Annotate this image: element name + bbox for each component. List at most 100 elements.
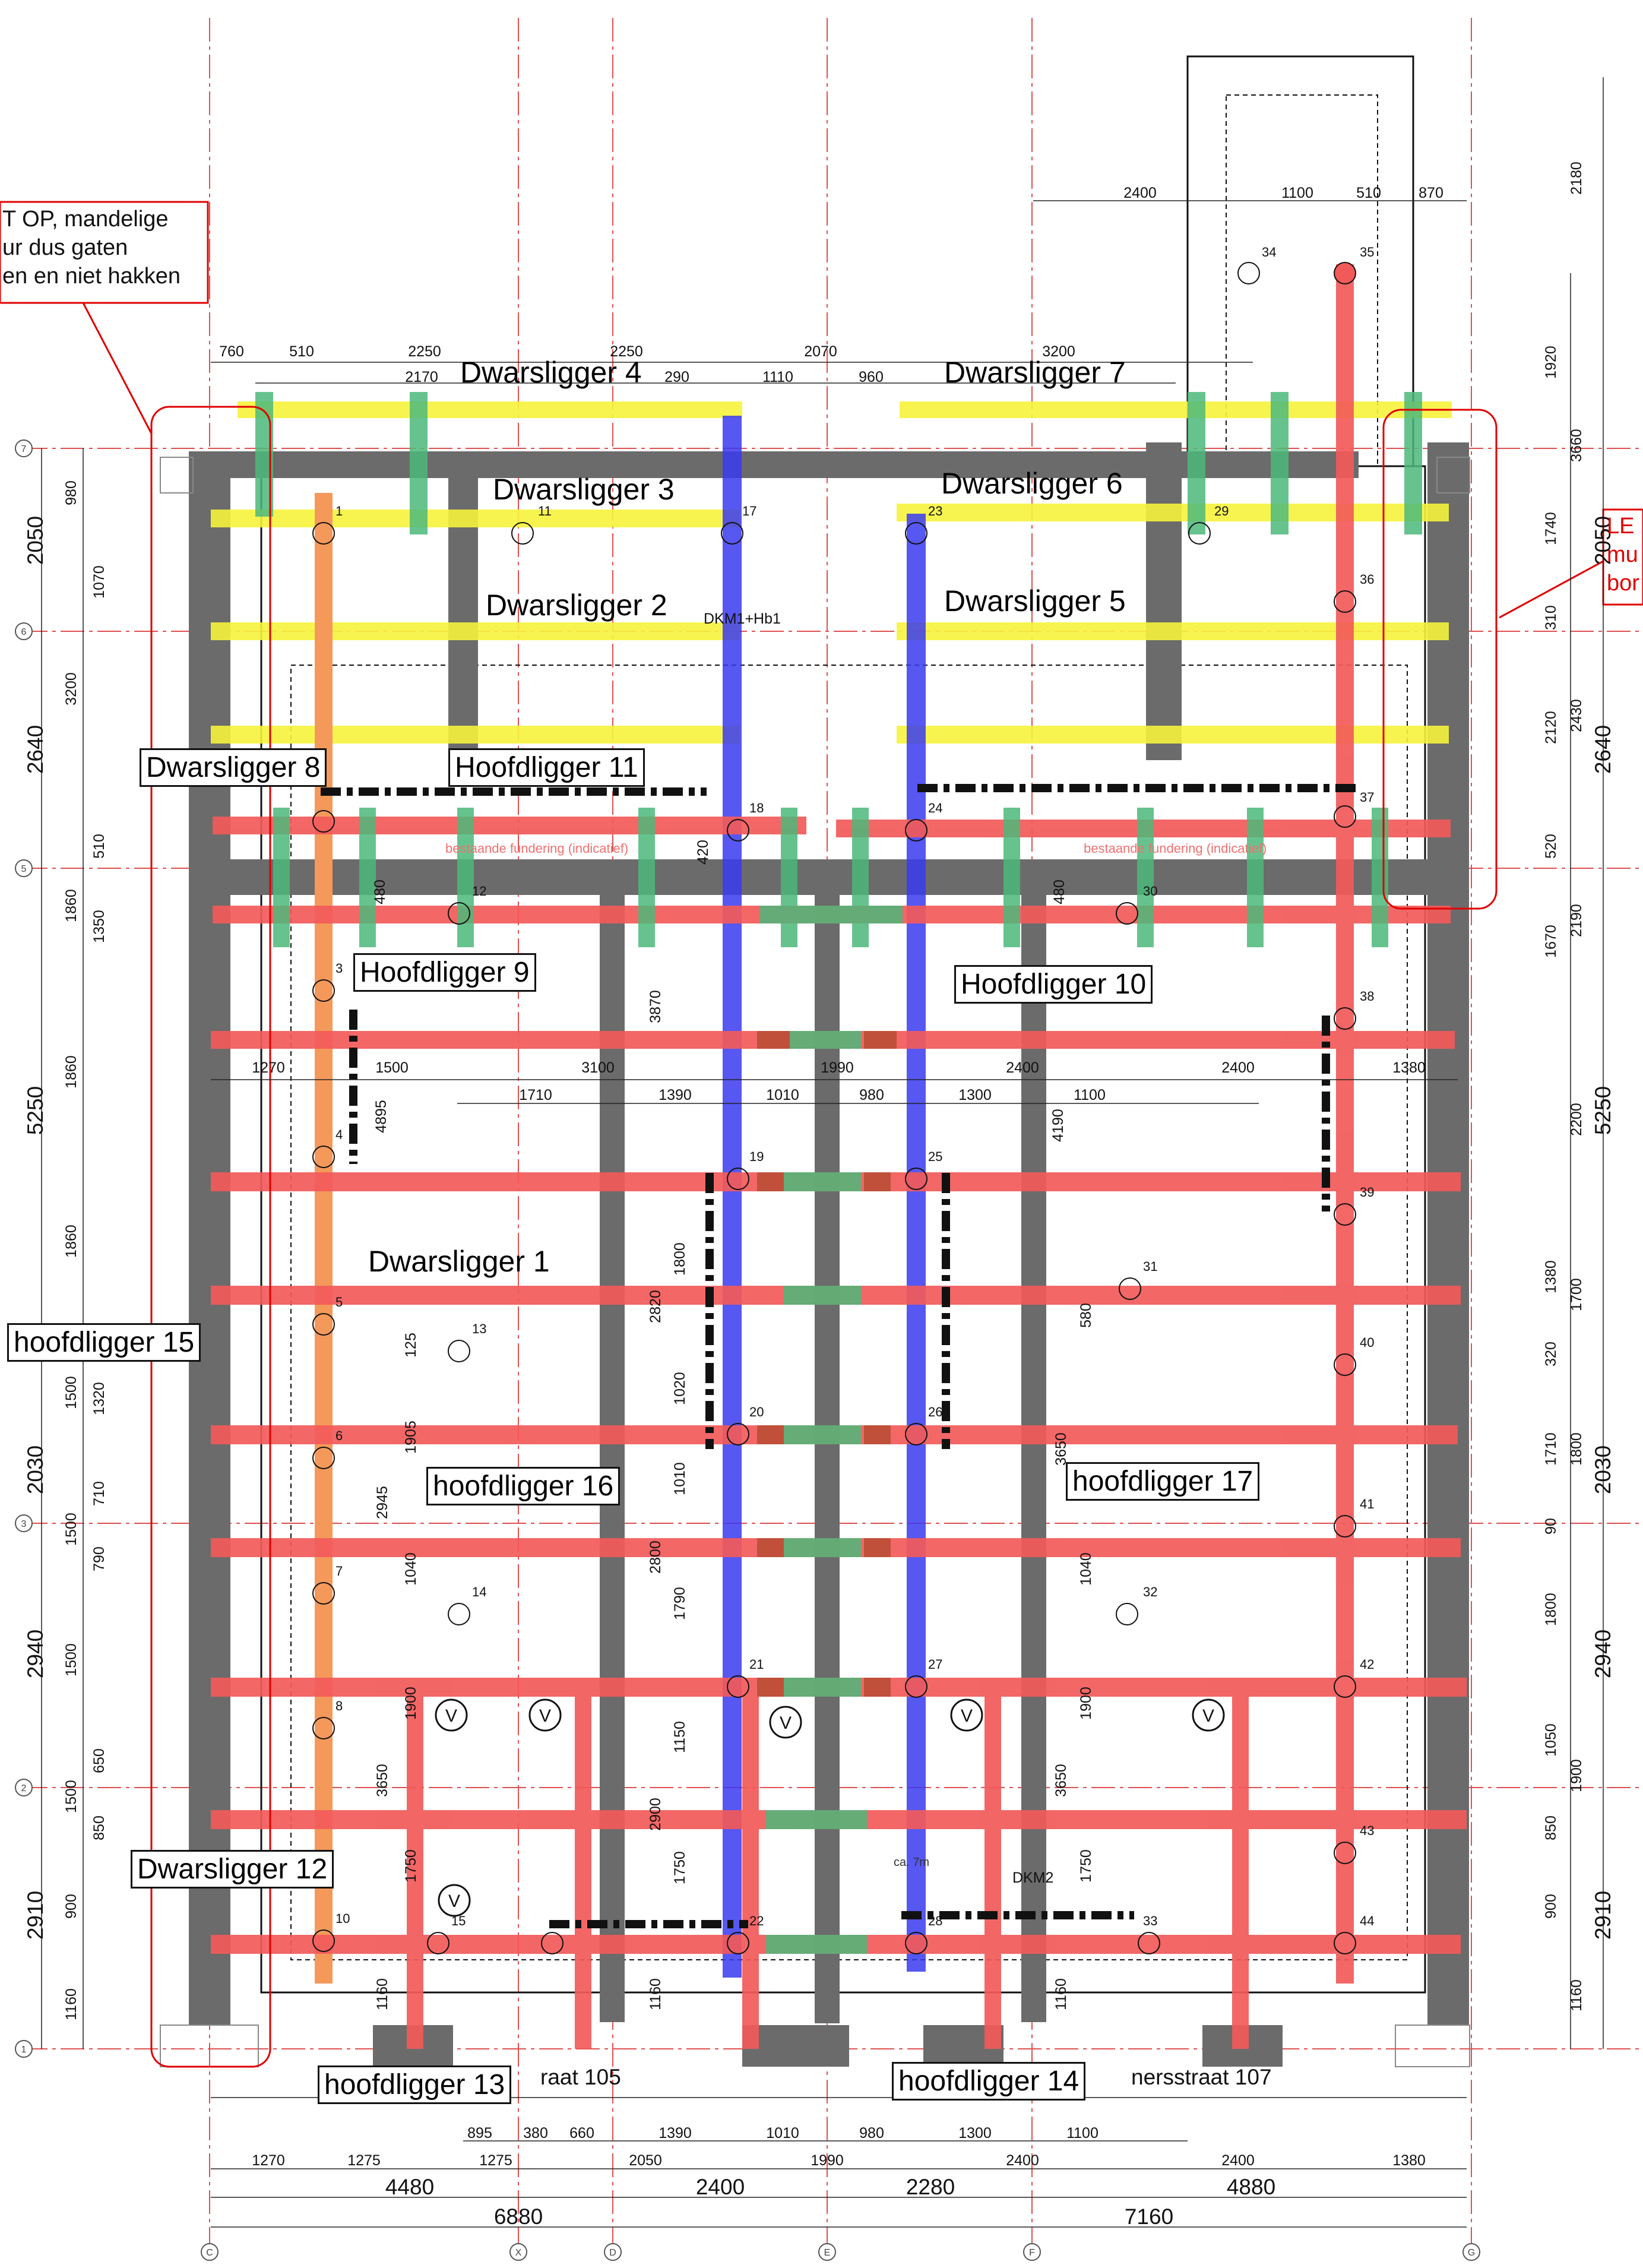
svg-text:39: 39	[1360, 1185, 1374, 1200]
note-right: LE mu bor	[1607, 512, 1639, 597]
svg-text:1160: 1160	[647, 1978, 664, 2010]
dim-text: 1270	[252, 2152, 285, 2169]
green-strips	[255, 392, 1422, 1954]
svg-text:2: 2	[21, 1783, 27, 1793]
svg-text:D: D	[609, 2248, 616, 2258]
svg-text:19: 19	[749, 1149, 764, 1164]
svg-text:900: 900	[63, 1894, 80, 1919]
dim-text: 4880	[1227, 2175, 1275, 2199]
note-left: T OP, mandelige ur dus gaten en en niet …	[2, 205, 181, 290]
dim-text: 2910	[1591, 1891, 1615, 1940]
dim-text: 2400	[1221, 1059, 1255, 1076]
svg-text:90: 90	[1543, 1518, 1559, 1535]
dim-text: 2940	[23, 1630, 48, 1678]
dim-text: 2050	[23, 516, 48, 565]
svg-text:4895: 4895	[373, 1100, 390, 1133]
yellow-beams	[211, 401, 1452, 744]
dim-text: 1380	[1392, 2152, 1426, 2169]
svg-text:1160: 1160	[1053, 1978, 1069, 2010]
svg-text:8: 8	[335, 1698, 343, 1713]
annotation-clouds	[0, 201, 1643, 2068]
dim-text: 1275	[479, 2152, 512, 2169]
svg-text:1750: 1750	[672, 1851, 688, 1884]
svg-text:25: 25	[928, 1149, 942, 1164]
svg-text:3870: 3870	[647, 990, 664, 1023]
svg-text:2120: 2120	[1543, 711, 1559, 744]
dim-text: 2280	[906, 2175, 955, 2199]
svg-text:2800: 2800	[647, 1541, 664, 1574]
dim-text: 2940	[1591, 1630, 1615, 1678]
svg-text:1350: 1350	[91, 910, 107, 943]
note-right-line3: bor	[1607, 571, 1639, 596]
svg-text:20: 20	[749, 1405, 764, 1419]
orange-beam-15	[315, 493, 333, 1984]
svg-text:1700: 1700	[1568, 1278, 1585, 1311]
note-left-line1: T OP, mandelige	[2, 207, 169, 232]
svg-text:32: 32	[1143, 1584, 1157, 1599]
ca-label: ca. 7m	[894, 1856, 929, 1869]
svg-text:7: 7	[21, 444, 27, 454]
svg-text:1500: 1500	[63, 1643, 80, 1677]
note-left-line3: en en niet hakken	[2, 264, 181, 289]
dim-text: 2400	[696, 2175, 745, 2199]
dim-text: 1100	[1281, 185, 1313, 201]
dim-text: 380	[523, 2125, 548, 2142]
label-hoofdligger-9: Hoofdligger 9	[353, 953, 536, 992]
dimension-lines	[41, 77, 1604, 2228]
svg-text:310: 310	[1543, 605, 1559, 630]
blue-beams	[723, 416, 926, 1978]
svg-text:2945: 2945	[374, 1486, 391, 1519]
svg-text:1160: 1160	[63, 1988, 80, 2020]
svg-text:1860: 1860	[63, 1225, 80, 1258]
svg-text:C: C	[206, 2248, 213, 2258]
svg-text:1800: 1800	[1568, 1432, 1585, 1466]
dim-text: 1270	[252, 1059, 285, 1076]
svg-text:1920: 1920	[1543, 346, 1559, 379]
svg-text:21: 21	[749, 1657, 764, 1672]
dim-text: 1380	[1392, 1059, 1426, 1076]
dim-text: 1990	[811, 2152, 844, 2169]
svg-text:23: 23	[928, 504, 942, 518]
walls	[189, 442, 1469, 2067]
svg-text:10: 10	[335, 1911, 350, 1926]
svg-text:29: 29	[1214, 504, 1229, 518]
svg-text:13: 13	[472, 1321, 486, 1336]
dim-text: 1275	[347, 2152, 381, 2169]
svg-text:35: 35	[1360, 245, 1374, 260]
label-hoofdligger-10: Hoofdligger 10	[954, 965, 1153, 1004]
svg-text:40: 40	[1360, 1335, 1374, 1350]
note-left-line2: ur dus gaten	[2, 235, 128, 260]
svg-text:900: 900	[1543, 1894, 1559, 1919]
svg-text:1800: 1800	[1543, 1593, 1559, 1626]
svg-text:26: 26	[928, 1405, 942, 1419]
dim-text: 510	[1356, 185, 1381, 201]
street-label-left: raat 105	[540, 2065, 621, 2089]
foundation-label-left: bestaande fundering (indicatief)	[445, 841, 628, 856]
svg-text:1500: 1500	[63, 1376, 80, 1409]
svg-text:12: 12	[472, 884, 486, 899]
svg-text:1900: 1900	[1568, 1759, 1585, 1792]
point-markers	[312, 262, 1356, 1954]
svg-text:480: 480	[372, 880, 388, 904]
svg-text:36: 36	[1360, 572, 1374, 587]
dim-text: 3100	[581, 1059, 615, 1076]
svg-text:790: 790	[91, 1546, 107, 1571]
svg-text:1320: 1320	[91, 1382, 107, 1415]
svg-text:V: V	[448, 1891, 460, 1911]
svg-text:3650: 3650	[374, 1764, 391, 1797]
svg-text:6: 6	[21, 627, 27, 637]
label-hoofdligger-15: hoofdligger 15	[7, 1323, 201, 1362]
svg-text:3660: 3660	[1568, 429, 1585, 462]
svg-text:34: 34	[1262, 245, 1276, 260]
svg-text:18: 18	[749, 801, 764, 815]
svg-text:1380: 1380	[1543, 1260, 1559, 1293]
dim-text: 1390	[659, 1087, 692, 1103]
svg-text:650: 650	[91, 1748, 107, 1773]
svg-text:1020: 1020	[672, 1372, 688, 1405]
left-small-dims: 980 1070 3200 510 1860 1350 1860 1860 15…	[63, 480, 107, 2020]
svg-text:3: 3	[21, 1519, 27, 1529]
svg-text:V: V	[445, 1706, 457, 1726]
svg-text:14: 14	[472, 1584, 486, 1599]
